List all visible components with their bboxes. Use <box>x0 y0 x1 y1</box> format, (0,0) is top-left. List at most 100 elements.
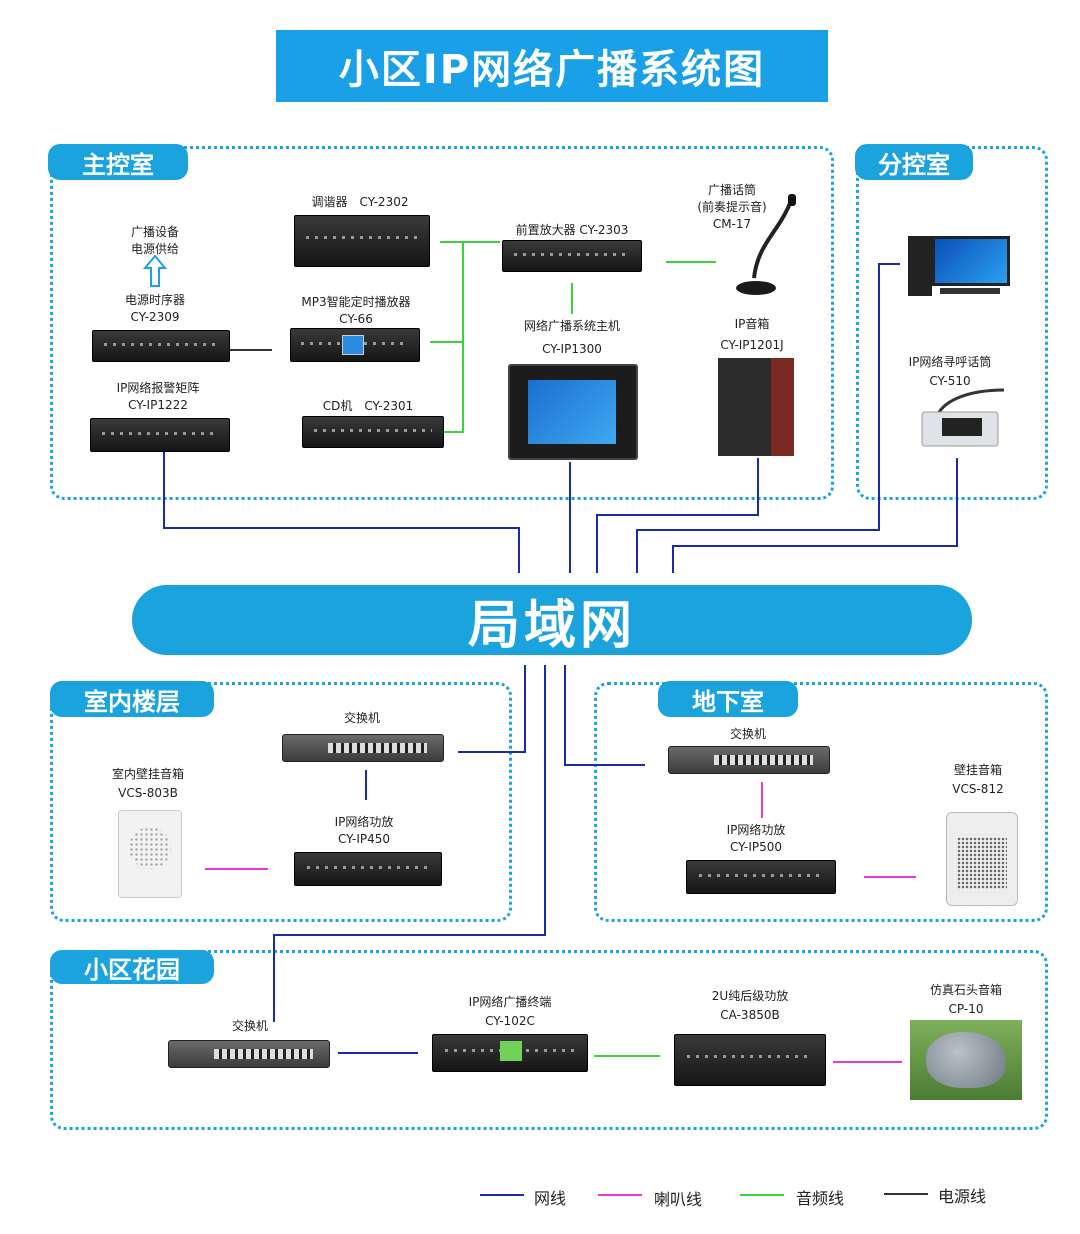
cd-player-device <box>302 416 444 448</box>
indoor-speaker-label: 室内壁挂音箱 VCS-803B <box>112 766 184 802</box>
wall-speaker-model: VCS-812 <box>952 782 1004 796</box>
wall-speaker-grille <box>957 837 1007 889</box>
indoor-switch-device <box>282 734 444 762</box>
alarm-name: IP网络报警矩阵 <box>116 381 200 395</box>
amp500-model: CY-IP500 <box>729 840 783 854</box>
zone-tag-garden: 小区花园 <box>50 950 214 984</box>
alarm-matrix-device <box>90 418 230 452</box>
alarm-model: CY-IP1222 <box>128 398 188 412</box>
page-title: 小区IP网络广播系统图 <box>276 30 828 102</box>
alarm-label: IP网络报警矩阵 CY-IP1222 <box>117 380 200 414</box>
tuner-label: 调谐器 CY-2302 <box>311 195 409 209</box>
mp3-label: MP3智能定时播放器 CY-66 <box>301 294 410 328</box>
wall-speaker-label: 壁挂音箱 VCS-812 <box>952 762 1003 798</box>
up-arrow-icon <box>143 254 167 287</box>
preamp-device <box>502 240 642 272</box>
indoor-speaker-name: 室内壁挂音箱 <box>111 767 185 781</box>
network-line-indoor <box>458 665 526 753</box>
host-name: 网络广播系统主机 <box>523 319 621 333</box>
wall-speaker-name: 壁挂音箱 <box>953 763 1003 777</box>
amp500-label: IP网络功放 CY-IP500 <box>727 822 786 856</box>
indoor-switch-label: 交换机 <box>343 711 381 725</box>
ip-speaker-label: IP音箱 CY-IP1201J <box>720 316 783 354</box>
mp3-screen <box>342 335 364 355</box>
pc-tower-icon <box>908 236 932 296</box>
amp450-name: IP网络功放 <box>334 815 394 829</box>
mp3-model: CY-66 <box>339 312 373 326</box>
basement-zone <box>594 682 1048 922</box>
legend-network-label: 网线 <box>534 1189 567 1208</box>
power-sequencer-device <box>92 330 230 362</box>
rock-speaker-label: 仿真石头音箱 CP-10 <box>930 982 1002 1018</box>
pc-monitor-icon <box>932 236 1010 286</box>
zone-tag-branch: 分控室 <box>855 144 973 180</box>
amp-cy-ip500-device <box>686 860 836 894</box>
host-screen <box>528 380 616 444</box>
audio-line-cd <box>442 241 500 433</box>
amp500-name: IP网络功放 <box>726 823 786 837</box>
basement-switch-label: 交换机 <box>729 727 767 741</box>
network-line-basement <box>564 665 645 766</box>
system-host-device <box>508 364 638 460</box>
network-line-alarm <box>163 450 520 573</box>
indoor-floor-zone <box>50 682 512 922</box>
rock-speaker-model: CP-10 <box>948 1002 984 1016</box>
sequencer-model: CY-2309 <box>130 310 180 324</box>
amp-cy-ip450-device <box>294 852 442 886</box>
garden-zone <box>50 950 1048 1130</box>
rock-speaker-body <box>926 1032 1006 1088</box>
lan-bar: 局域网 <box>132 585 972 656</box>
postamp-name: 2U纯后级功放 <box>711 989 789 1003</box>
legend-lines <box>480 1193 928 1196</box>
cd-label: CD机 CY-2301 <box>322 399 414 413</box>
pager-label: IP网络寻呼话筒 CY-510 <box>909 354 992 390</box>
postamp-model: CA-3850B <box>720 1008 780 1022</box>
amp450-model: CY-IP450 <box>337 832 391 846</box>
terminal-name: IP网络广播终端 <box>468 995 552 1009</box>
network-line-pager <box>672 458 958 573</box>
pager-model: CY-510 <box>929 374 971 388</box>
indoor-speaker-model: VCS-803B <box>118 786 178 800</box>
mic-line2: (前奏提示音) <box>697 200 767 214</box>
power-supply-line2: 电源供给 <box>130 242 180 256</box>
ip-speaker-name: IP音箱 <box>734 317 770 331</box>
ip-speaker-model: CY-IP1201J <box>720 338 784 352</box>
gooseneck-microphone-icon <box>736 194 796 295</box>
power-supply-line1: 广播设备 <box>130 225 180 239</box>
network-line-pc <box>636 263 900 573</box>
pc-keyboard-icon <box>940 288 1000 294</box>
terminal-model: CY-102C <box>485 1014 535 1028</box>
sequencer-label: 电源时序器 CY-2309 <box>125 292 185 326</box>
post-amplifier-device <box>674 1034 826 1086</box>
zone-tag-indoor: 室内楼层 <box>50 681 214 717</box>
amp450-label: IP网络功放 CY-IP450 <box>335 814 394 848</box>
power-supply-label: 广播设备 电源供给 <box>131 224 179 258</box>
ip-speaker-device <box>718 358 794 456</box>
legend-audio-label: 音频线 <box>796 1189 845 1208</box>
rock-speaker-device <box>910 1020 1022 1100</box>
preamp-label: 前置放大器 CY-2303 <box>515 223 629 237</box>
legend-power-label: 电源线 <box>938 1187 987 1206</box>
mic-label: 广播话筒 (前奏提示音) CM-17 <box>697 182 766 233</box>
zone-tag-basement: 地下室 <box>658 681 798 717</box>
network-line-ipspeaker <box>596 458 759 573</box>
zone-tag-main: 主控室 <box>48 144 188 180</box>
indoor-speaker-grille <box>129 827 171 869</box>
indoor-wall-speaker-device <box>118 810 182 898</box>
mp3-name: MP3智能定时播放器 <box>301 295 411 309</box>
host-model: CY-IP1300 <box>542 342 602 356</box>
network-line-garden <box>273 665 546 1022</box>
pager-name: IP网络寻呼话筒 <box>908 355 992 369</box>
paging-microphone-icon <box>921 388 1005 447</box>
wall-speaker-device <box>946 812 1018 906</box>
mic-line1: 广播话筒 <box>707 183 756 197</box>
rock-speaker-name: 仿真石头音箱 <box>929 983 1003 997</box>
terminal-screen <box>500 1041 522 1061</box>
main-control-room-zone <box>50 146 834 500</box>
garden-switch-label: 交换机 <box>231 1019 269 1033</box>
sequencer-name: 电源时序器 <box>124 293 186 307</box>
legend-speaker-label: 喇叭线 <box>654 1190 703 1209</box>
postamp-label: 2U纯后级功放 CA-3850B <box>712 988 788 1024</box>
terminal-label: IP网络广播终端 CY-102C <box>469 994 552 1030</box>
